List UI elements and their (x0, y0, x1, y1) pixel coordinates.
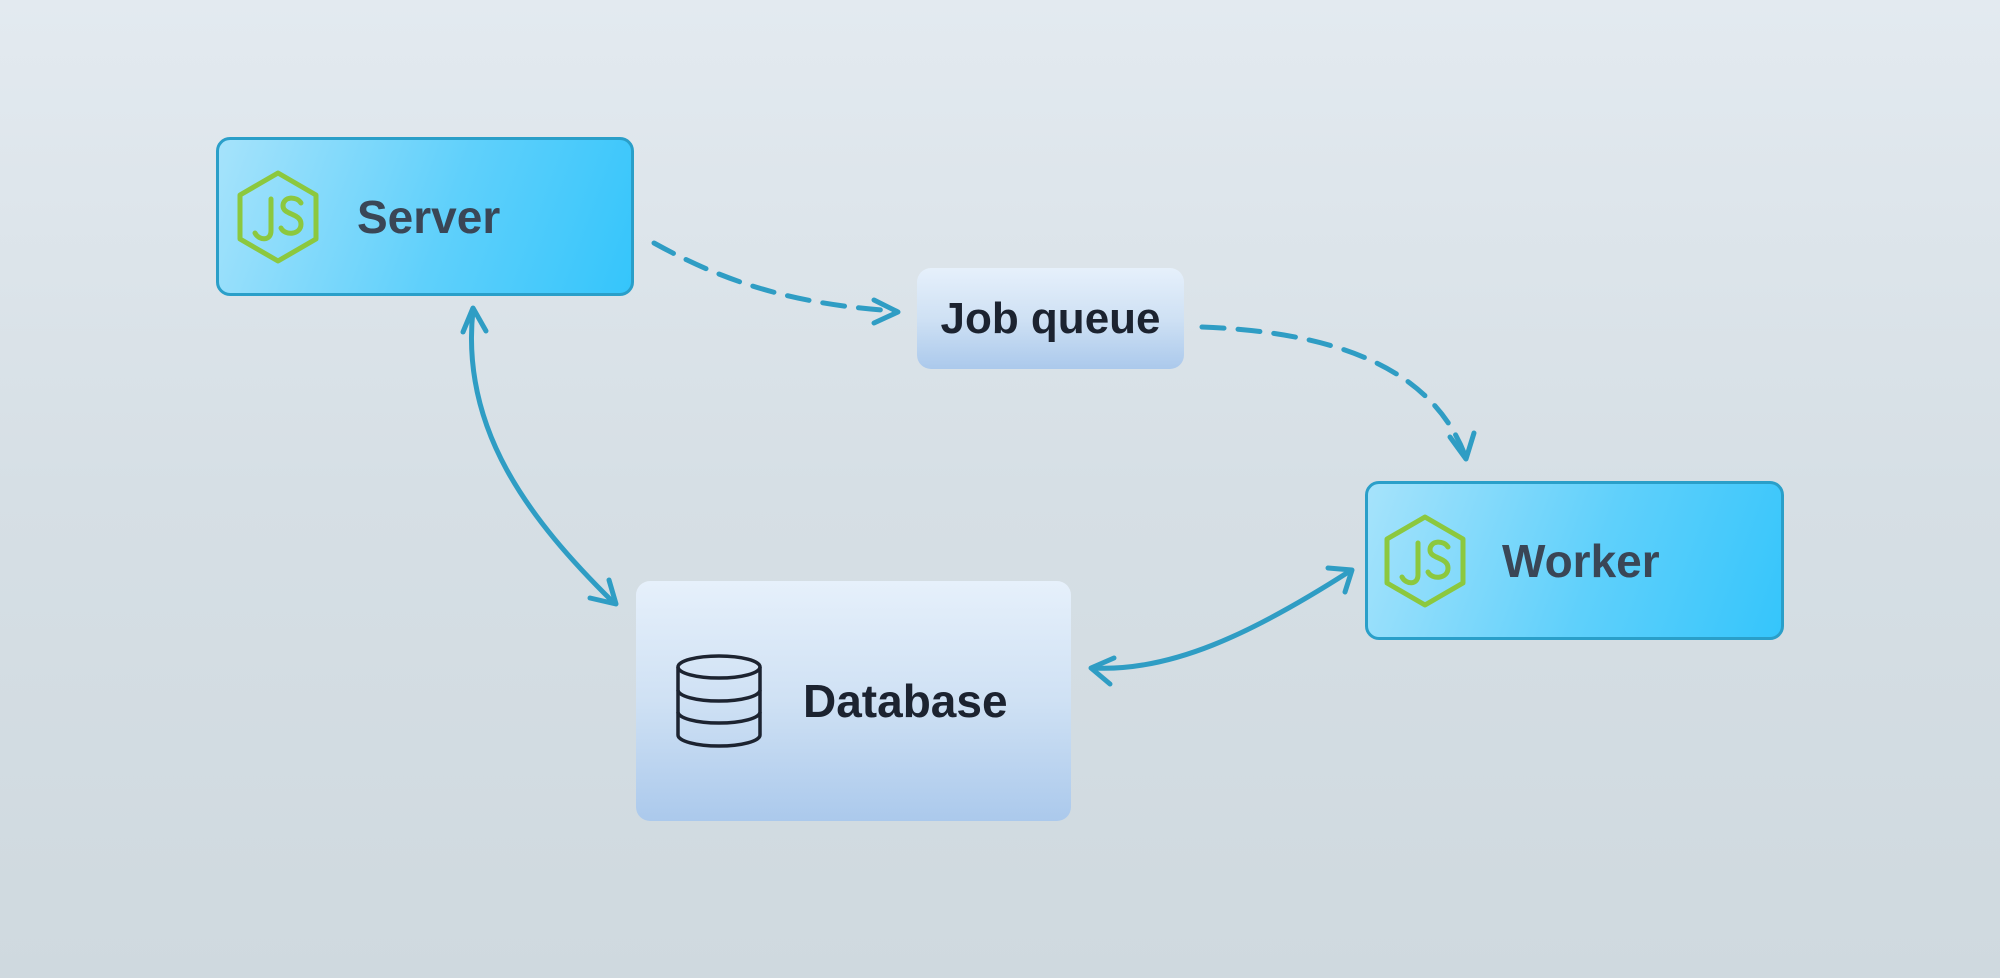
arrowhead-worker-side (1325, 565, 1355, 595)
job-queue-node[interactable]: Job queue (917, 268, 1184, 369)
worker-node[interactable]: Worker (1365, 481, 1784, 640)
arrowhead-job-queue (871, 297, 901, 326)
arrowhead-server (460, 305, 489, 335)
arrowhead-database-from-server (587, 577, 619, 607)
nodejs-icon (1384, 514, 1466, 607)
arrowhead-worker (1447, 430, 1477, 462)
edge-server-to-job-queue (651, 240, 899, 314)
database-icon (676, 654, 762, 748)
edge-server-database (469, 307, 616, 605)
nodejs-icon (237, 170, 319, 263)
edge-worker-database (1090, 568, 1353, 671)
database-node[interactable]: Database (636, 581, 1071, 821)
worker-label: Worker (1502, 534, 1660, 587)
database-label: Database (803, 675, 1008, 727)
server-label: Server (357, 190, 501, 243)
server-node[interactable]: Server (216, 137, 634, 296)
job-queue-label: Job queue (940, 293, 1161, 343)
arrowhead-database-from-worker (1088, 655, 1117, 687)
edge-job-queue-to-worker (1199, 324, 1468, 458)
